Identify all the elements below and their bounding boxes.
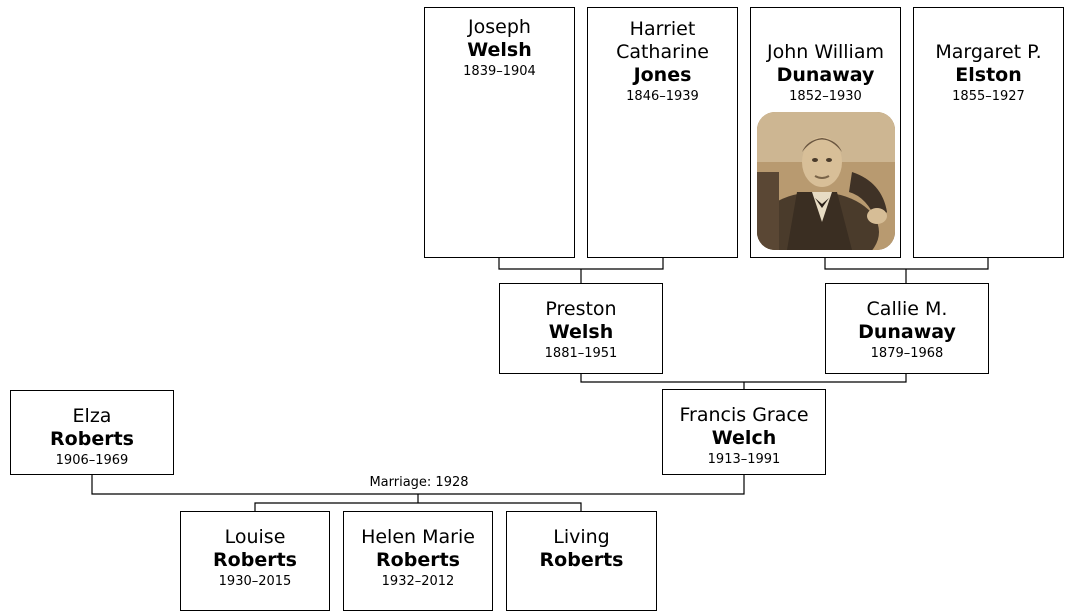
person-dates: 1839–1904 bbox=[463, 64, 536, 79]
person-dates: 1879–1968 bbox=[870, 346, 944, 361]
person-dates: 1881–1951 bbox=[544, 346, 618, 361]
person-louise-roberts[interactable]: Louise Roberts 1930–2015 bbox=[180, 511, 330, 611]
person-dates: 1932–2012 bbox=[381, 574, 455, 589]
person-john-dunaway[interactable]: John William Dunaway 1852–1930 bbox=[750, 7, 901, 258]
person-surname: Elston bbox=[955, 64, 1022, 86]
person-given-name: Helen Marie bbox=[361, 526, 475, 548]
person-surname: Roberts bbox=[376, 549, 460, 571]
person-surname: Roberts bbox=[50, 428, 134, 450]
person-dates: 1906–1969 bbox=[55, 453, 129, 468]
person-joseph-welsh[interactable]: Joseph Welsh 1839–1904 bbox=[424, 7, 575, 258]
person-given-name: Preston bbox=[545, 298, 617, 320]
person-dates: 1913–1991 bbox=[707, 452, 781, 467]
person-given-name: Elza bbox=[72, 405, 112, 427]
person-living-roberts[interactable]: Living Roberts bbox=[506, 511, 657, 611]
person-given-name: Callie M. bbox=[866, 298, 948, 320]
connector-lines bbox=[91, 257, 989, 511]
person-surname: Jones bbox=[633, 64, 692, 86]
person-elza-roberts[interactable]: Elza Roberts 1906–1969 bbox=[10, 390, 174, 475]
person-preston-welsh[interactable]: Preston Welsh 1881–1951 bbox=[499, 283, 663, 374]
person-helen-roberts[interactable]: Helen Marie Roberts 1932–2012 bbox=[343, 511, 493, 611]
person-given-name: Living bbox=[553, 526, 610, 548]
marriage-label: Marriage: 1928 bbox=[354, 474, 484, 492]
person-given-name: Louise bbox=[224, 526, 286, 548]
connector-children bbox=[254, 502, 582, 511]
connector-dunaway-elston bbox=[824, 257, 989, 270]
person-francis-welch[interactable]: Francis Grace Welch 1913–1991 bbox=[662, 389, 826, 475]
person-dates: 1852–1930 bbox=[789, 89, 862, 104]
person-surname: Dunaway bbox=[858, 321, 956, 343]
person-surname: Dunaway bbox=[776, 64, 875, 86]
portrait-photo-icon[interactable] bbox=[756, 112, 895, 250]
person-harriet-jones[interactable]: Harriet Catharine Jones 1846–1939 bbox=[587, 7, 738, 258]
person-given-name: Margaret P. bbox=[935, 41, 1042, 63]
person-given-name: John William bbox=[767, 41, 884, 63]
person-surname: Roberts bbox=[213, 549, 297, 571]
connector-welsh-jones bbox=[498, 257, 664, 270]
person-margaret-elston[interactable]: Margaret P. Elston 1855–1927 bbox=[913, 7, 1064, 258]
person-surname: Welsh bbox=[548, 321, 614, 343]
person-given-name: Francis Grace bbox=[679, 404, 809, 426]
person-dates: 1846–1939 bbox=[626, 89, 699, 104]
person-surname: Welsh bbox=[467, 39, 532, 61]
person-given-name: Joseph bbox=[468, 16, 531, 38]
person-dates: 1930–2015 bbox=[218, 574, 292, 589]
person-given-name: Harriet Catharine bbox=[616, 18, 709, 63]
person-dates: 1855–1927 bbox=[952, 89, 1025, 104]
person-callie-dunaway[interactable]: Callie M. Dunaway 1879–1968 bbox=[825, 283, 989, 374]
connector-welsh-dunaway bbox=[580, 373, 907, 383]
person-surname: Roberts bbox=[539, 549, 624, 571]
person-surname: Welch bbox=[711, 427, 777, 449]
